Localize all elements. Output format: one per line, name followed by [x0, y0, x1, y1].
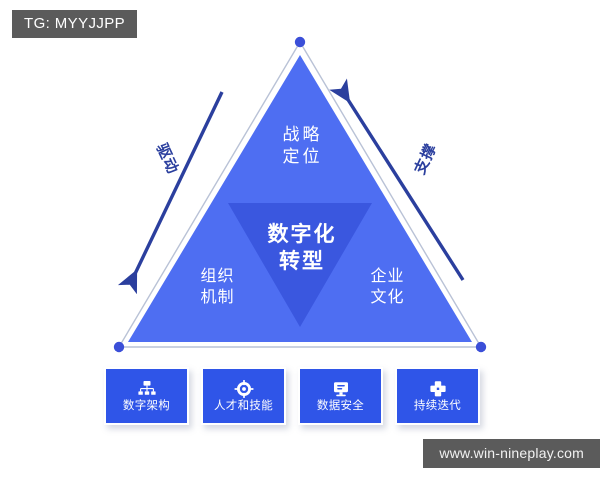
vertex-dot-top	[294, 36, 306, 48]
pillar-card-talent-and-skills[interactable]: 人才和技能	[201, 367, 286, 425]
monitor-icon	[331, 380, 351, 398]
blocks-icon	[428, 380, 448, 398]
target-icon	[233, 379, 254, 398]
pillar-card-continuous-iteration[interactable]: 持续迭代	[395, 367, 480, 425]
support-arrow	[329, 78, 465, 281]
main-triangle	[128, 55, 472, 342]
pillar-card-label: 数据安全	[316, 399, 365, 412]
pillar-card-data-security[interactable]: 数据安全	[298, 367, 383, 425]
outer-guide-triangle	[117, 40, 483, 348]
pillar-card-row: 数字架构 人才和技能	[104, 367, 504, 429]
pillar-card-digital-architecture[interactable]: 数字架构	[104, 367, 189, 425]
drive-arrow	[117, 91, 224, 295]
sitemap-icon	[137, 380, 157, 398]
vertex-dot-bottom-right	[475, 341, 487, 353]
pillar-card-label: 数字架构	[122, 399, 171, 412]
tg-badge: TG: MYYJJPP	[12, 10, 138, 38]
vertex-dot-bottom-left	[113, 341, 125, 353]
inner-inverted-triangle	[228, 203, 372, 327]
pillar-card-label: 持续迭代	[413, 399, 462, 412]
site-watermark: www.win-nineplay.com	[423, 439, 600, 468]
pillar-card-label: 人才和技能	[214, 399, 273, 412]
